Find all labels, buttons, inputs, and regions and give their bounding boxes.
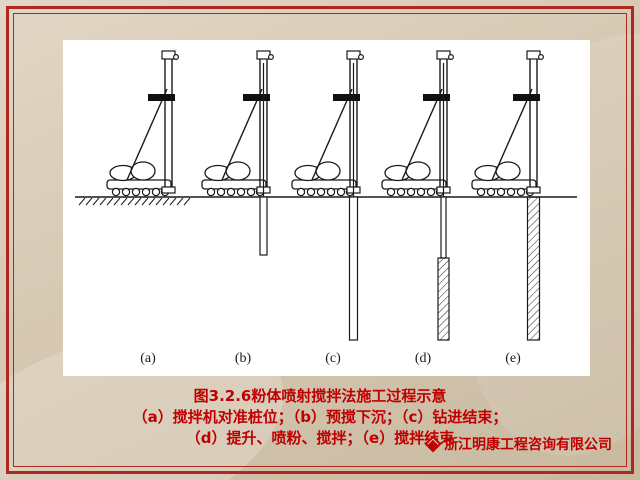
stage-label-e: (e) — [505, 351, 521, 366]
figure-caption-line2: （a）搅拌机对准桩位；（b）预搅下沉；（c）钻进结束； — [132, 408, 508, 426]
figure-caption-line3: （d）提升、喷粉、搅拌；（e）搅拌结束 — [185, 429, 455, 447]
stage-label-a: (a) — [140, 351, 156, 366]
slide-border-outer: (a) (b) (c) (d) (e) 图3.2.6粉体喷射搅拌法施工过程示意 … — [6, 6, 634, 474]
stage-label-c: (c) — [325, 351, 341, 366]
rig-stage-b — [201, 50, 275, 256]
rig-stage-c — [291, 50, 365, 341]
rig-stage-a — [106, 50, 180, 197]
stage-label-d: (d) — [415, 351, 432, 366]
stage-label-b: (b) — [235, 351, 252, 366]
company-name: 浙江明康工程咨询有限公司 — [444, 437, 612, 453]
construction-process-diagram: (a) (b) (c) (d) (e) — [75, 50, 577, 366]
ground-hatching — [78, 197, 191, 206]
rig-stage-e — [471, 50, 545, 341]
slide-border-inner: (a) (b) (c) (d) (e) 图3.2.6粉体喷射搅拌法施工过程示意 … — [13, 13, 627, 467]
footer: 浙江明康工程咨询有限公司 — [424, 434, 612, 454]
figure-caption: 图3.2.6粉体喷射搅拌法施工过程示意 （a）搅拌机对准桩位；（b）预搅下沉；（… — [14, 386, 626, 449]
figure-caption-title: 图3.2.6粉体喷射搅拌法施工过程示意 — [193, 387, 447, 405]
company-logo — [424, 435, 442, 453]
rig-stage-d — [381, 50, 455, 341]
figure-panel: (a) (b) (c) (d) (e) — [63, 40, 590, 376]
